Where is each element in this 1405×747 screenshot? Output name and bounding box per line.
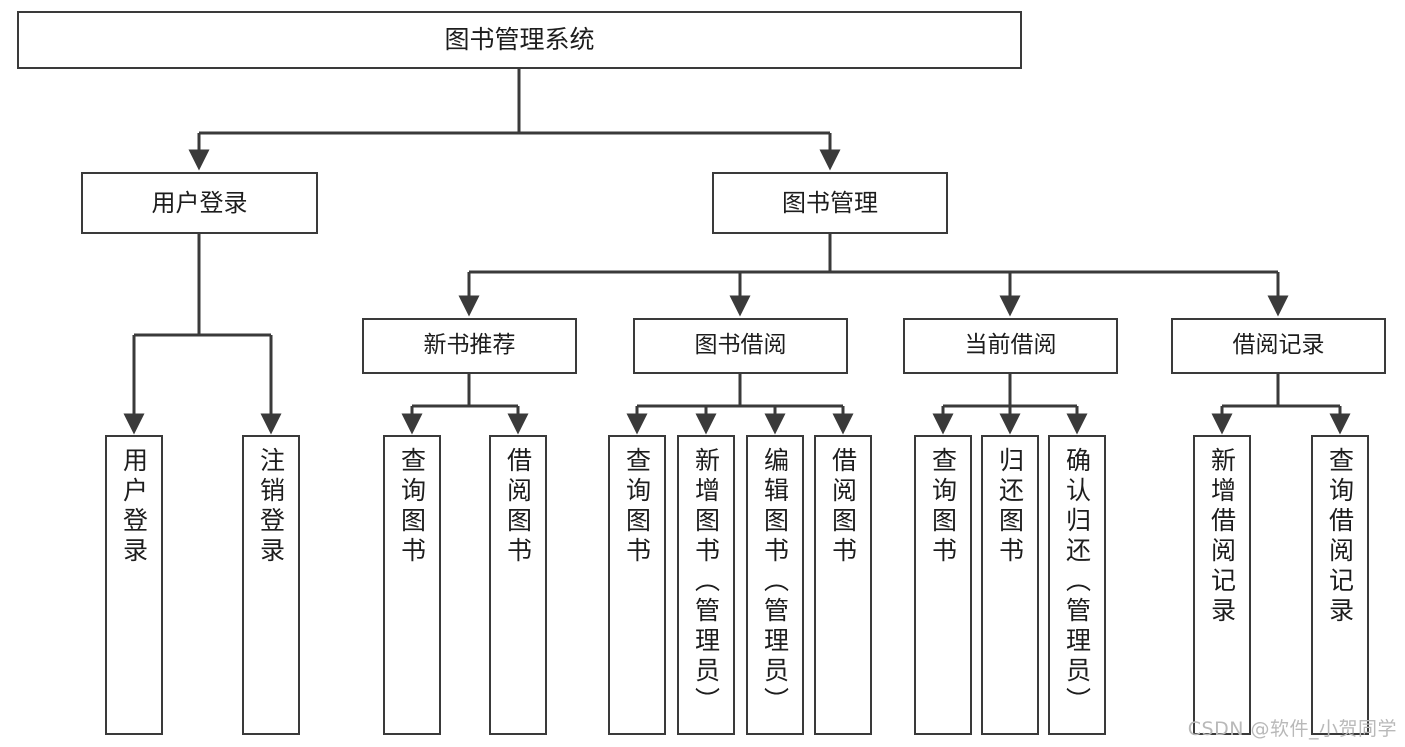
node-label: 查询借阅记录 (1325, 447, 1355, 627)
node-label: 注销登录 (256, 447, 286, 567)
node-label: 新增借阅记录 (1207, 447, 1237, 627)
node-user-login[interactable]: 用户登录 (81, 172, 318, 234)
node-label: 图书管理 (782, 188, 878, 217)
leaf-query-book-current[interactable]: 查询图书 (914, 435, 972, 735)
node-label: 确认归还（管理员） (1062, 447, 1092, 717)
leaf-borrow-book-recommend[interactable]: 借阅图书 (489, 435, 547, 735)
node-label: 查询图书 (622, 447, 652, 567)
node-new-book-recommend[interactable]: 新书推荐 (362, 318, 577, 374)
node-book-borrow[interactable]: 图书借阅 (633, 318, 848, 374)
node-label: 新增图书（管理员） (691, 447, 721, 717)
node-book-management[interactable]: 图书管理 (712, 172, 948, 234)
node-label: 归还图书 (995, 447, 1025, 567)
node-label: 用户登录 (119, 447, 149, 567)
leaf-logout[interactable]: 注销登录 (242, 435, 300, 735)
node-label: 用户登录 (151, 188, 248, 217)
node-root-system[interactable]: 图书管理系统 (17, 11, 1022, 69)
node-label: 图书管理系统 (444, 25, 595, 55)
leaf-edit-book-admin[interactable]: 编辑图书（管理员） (746, 435, 804, 735)
leaf-query-book-borrow[interactable]: 查询图书 (608, 435, 666, 735)
node-label: 图书借阅 (694, 332, 787, 359)
leaf-add-borrow-record[interactable]: 新增借阅记录 (1193, 435, 1251, 735)
leaf-user-login[interactable]: 用户登录 (105, 435, 163, 735)
node-label: 借阅图书 (503, 447, 533, 567)
watermark: CSDN @软件_小贺同学 (1187, 718, 1397, 740)
node-label: 新书推荐 (423, 332, 516, 359)
leaf-borrow-book[interactable]: 借阅图书 (814, 435, 872, 735)
leaf-query-borrow-record[interactable]: 查询借阅记录 (1311, 435, 1369, 735)
leaf-query-book-recommend[interactable]: 查询图书 (383, 435, 441, 735)
node-borrow-record[interactable]: 借阅记录 (1171, 318, 1386, 374)
leaf-add-book-admin[interactable]: 新增图书（管理员） (677, 435, 735, 735)
node-label: 查询图书 (397, 447, 427, 567)
node-label: 当前借阅 (964, 332, 1057, 359)
leaf-confirm-return-admin[interactable]: 确认归还（管理员） (1048, 435, 1106, 735)
node-label: 查询图书 (928, 447, 958, 567)
node-label: 编辑图书（管理员） (760, 447, 790, 717)
node-label: 借阅记录 (1232, 332, 1325, 359)
node-current-borrow[interactable]: 当前借阅 (903, 318, 1118, 374)
leaf-return-book[interactable]: 归还图书 (981, 435, 1039, 735)
node-label: 借阅图书 (828, 447, 858, 567)
